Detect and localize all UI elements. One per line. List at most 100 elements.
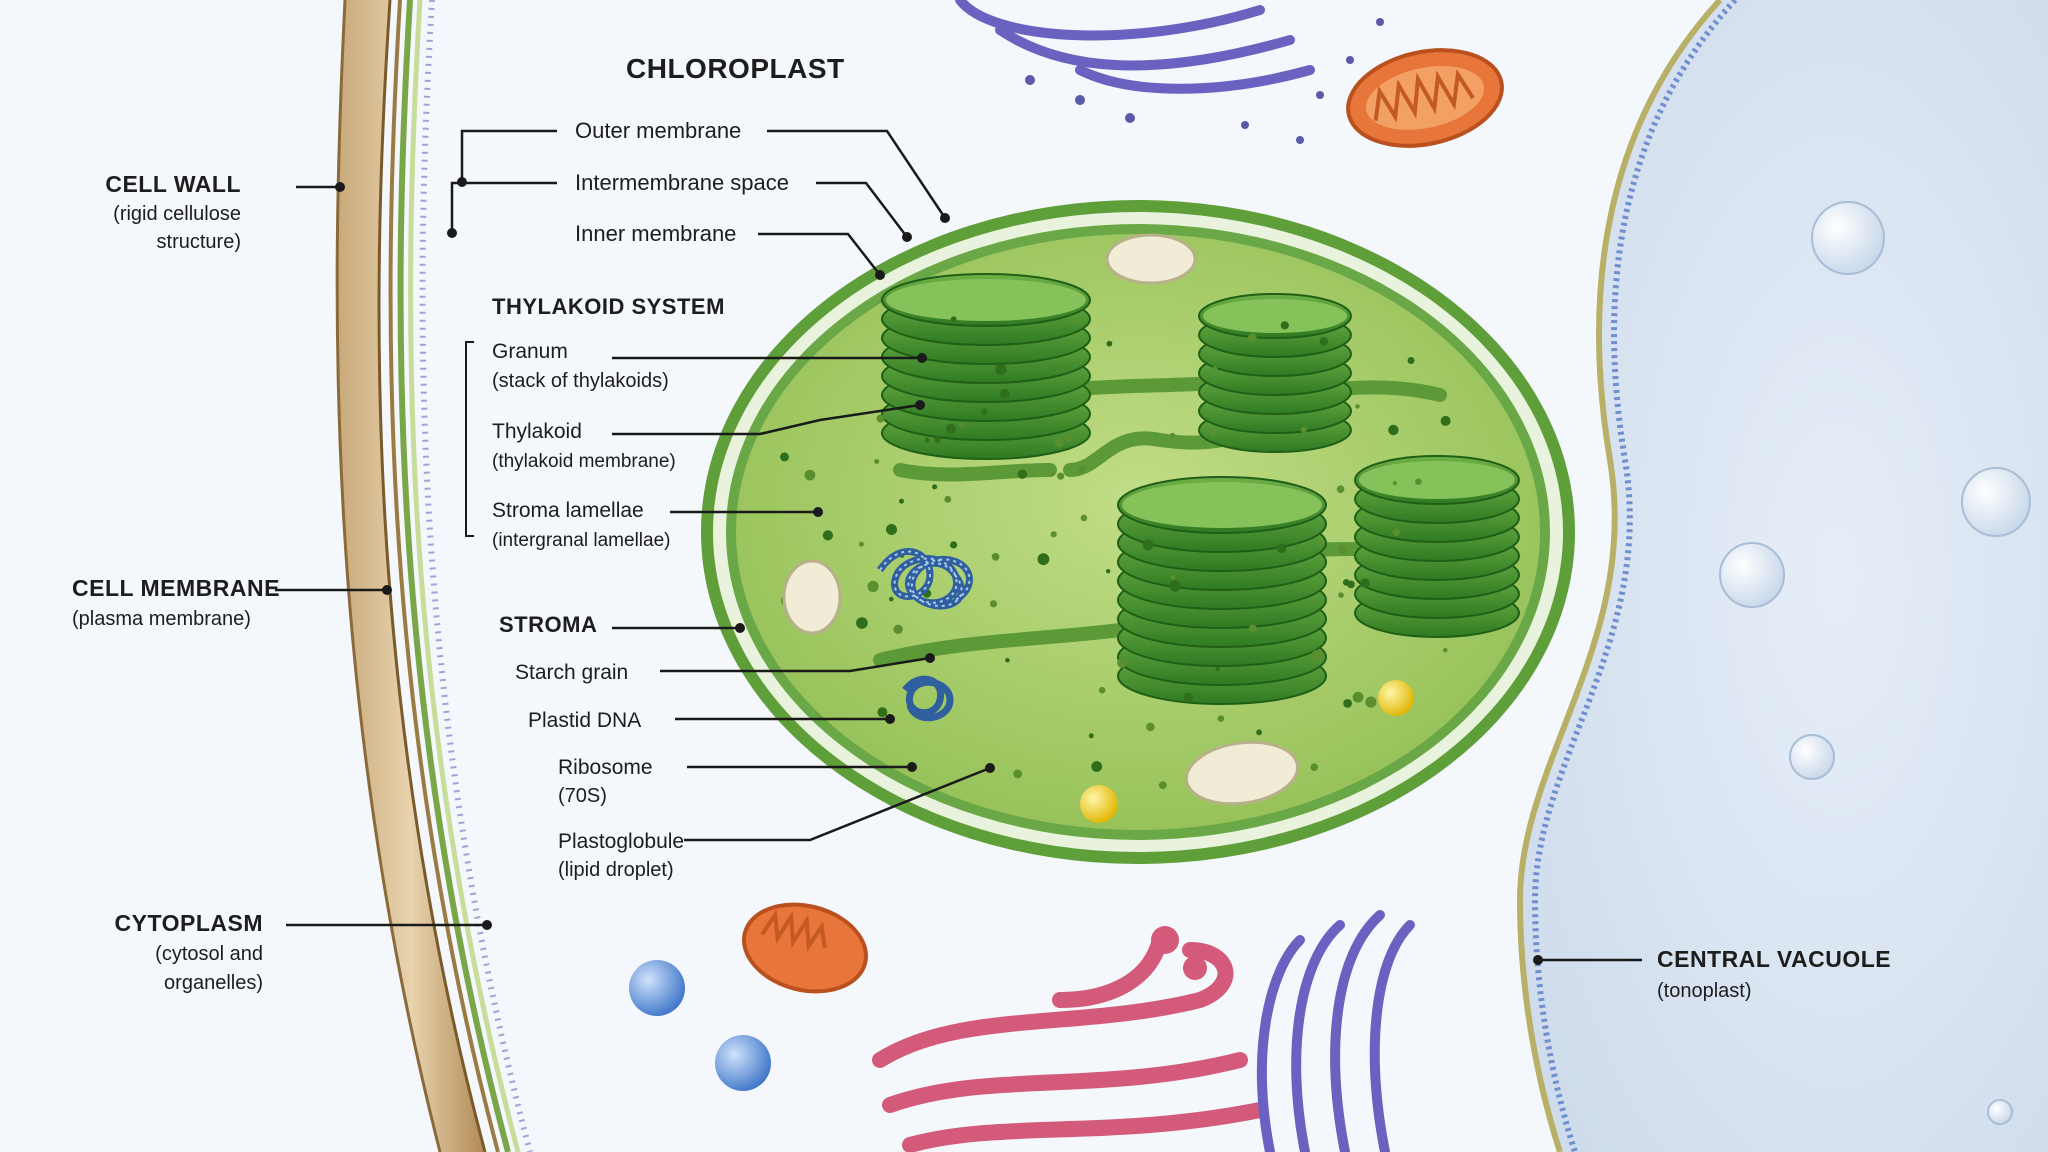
- ribosome-particle: [1017, 469, 1028, 479]
- vesicles-top: [1025, 18, 1384, 144]
- ribosome-particle: [1318, 540, 1324, 546]
- cytoplasm-desc-2: organelles): [164, 972, 263, 994]
- ribosome-particle: [1013, 769, 1023, 779]
- ribosome-particle: [995, 364, 1007, 376]
- ribosome-particle: [932, 484, 938, 490]
- intermembrane-space-label: Intermembrane space: [575, 170, 789, 195]
- mitochondrion-top: [1346, 48, 1504, 148]
- ribosome-particle: [1443, 647, 1448, 653]
- stroma-particles: [780, 316, 1451, 797]
- ribosome-particle: [874, 458, 880, 464]
- ribosome-particle: [1106, 569, 1111, 574]
- ribosome-particle: [899, 498, 904, 504]
- er-bottom: [872, 932, 1268, 1152]
- ribosome-particle: [1440, 415, 1451, 426]
- granum-label: Granum: [492, 340, 568, 363]
- cell-wall-desc-1: (rigid cellulose: [113, 203, 241, 225]
- ribosome-particle: [1050, 471, 1056, 477]
- ribosome-particle: [924, 437, 930, 443]
- plastoglobules: [1080, 680, 1414, 823]
- granum-stack: [1198, 293, 1352, 453]
- ribosome-particle: [1142, 539, 1154, 551]
- plastid-dna-label: Plastid DNA: [528, 709, 641, 732]
- central-vacuole: [1516, 0, 2048, 1152]
- ribosome-particle: [991, 552, 1000, 561]
- stroma-lamellae-label: Stroma lamellae: [492, 499, 644, 522]
- inner-membrane-label: Inner membrane: [575, 221, 736, 246]
- cell-wall: [335, 0, 500, 1152]
- ribosome-particle: [1342, 579, 1350, 586]
- ribosome-particle: [1319, 337, 1329, 346]
- ribosome-particle: [1415, 478, 1422, 486]
- blue-vesicle: [629, 960, 685, 1016]
- ribosome-particle: [1280, 321, 1289, 330]
- thylakoid-label: Thylakoid: [492, 420, 582, 443]
- ribosome-particle: [1057, 472, 1065, 480]
- ribosome-particle: [858, 541, 864, 547]
- ribosome-particle: [944, 495, 952, 503]
- ribosome-particle: [856, 617, 868, 629]
- ribosome-particle: [1256, 729, 1262, 736]
- thylakoid-disk-top: [1203, 299, 1347, 333]
- ribosome-particle: [1392, 481, 1397, 486]
- ribosome-particle: [1080, 514, 1088, 522]
- plastoglobule-label: Plastoglobule: [558, 830, 684, 853]
- ribosome-particle: [950, 541, 958, 549]
- thylakoid-disk-top: [1122, 482, 1322, 528]
- er-vesicle: [1151, 926, 1179, 954]
- grana: [881, 273, 1520, 705]
- ribosome-particle: [1249, 624, 1257, 633]
- ribosome-particle: [1054, 438, 1065, 448]
- plastoglobule-desc: (lipid droplet): [558, 859, 674, 881]
- ribosome-particle: [886, 524, 897, 535]
- ribosome-particle: [1088, 733, 1094, 739]
- ribosome-particle: [876, 414, 885, 423]
- ribosome-particle: [1337, 545, 1347, 555]
- ribosome-particle: [1158, 781, 1167, 790]
- ribosome-particle: [945, 423, 956, 434]
- ribosome-particle: [1355, 404, 1360, 409]
- granum-stack: [881, 273, 1091, 460]
- ribosome-particle: [822, 530, 834, 541]
- thylakoid-system-title: THYLAKOID SYSTEM: [492, 294, 725, 319]
- cell-membrane: [397, 0, 533, 1152]
- outer-membrane-label: Outer membrane: [575, 118, 741, 143]
- blue-vesicle: [715, 1035, 771, 1091]
- central-vacuole-desc: (tonoplast): [1657, 980, 1752, 1002]
- ribosome-particle: [1276, 543, 1287, 553]
- ribosome-particle: [1300, 426, 1307, 433]
- ribosome-particle: [1050, 531, 1057, 538]
- golgi-top: [955, 0, 1315, 94]
- ribosome-particle: [1212, 365, 1218, 371]
- ribosome-particle: [1146, 722, 1155, 732]
- granum-stack: [1117, 476, 1327, 705]
- ribosome-particle: [1215, 667, 1220, 672]
- ribosome-particle: [1106, 340, 1113, 347]
- ribosome-particle: [889, 596, 894, 602]
- cytoplasm-desc-1: (cytosol and: [155, 943, 263, 965]
- starch-grain-label: Starch grain: [515, 661, 628, 684]
- ribosome-particle: [999, 388, 1010, 399]
- mitochondrion-bottom: [741, 902, 869, 994]
- golgi-bottom: [1257, 910, 1415, 1152]
- chloroplast-title: CHLOROPLAST: [626, 53, 845, 84]
- granum-stack: [1354, 455, 1520, 638]
- ribosome-particle: [1388, 424, 1399, 436]
- thylakoid-disk-top: [886, 279, 1086, 321]
- ribosome-particle: [1311, 650, 1323, 662]
- cell-membrane-label: CELL MEMBRANE: [72, 575, 280, 601]
- thylakoid-disk-top: [1359, 461, 1515, 499]
- granum-desc: (stack of thylakoids): [492, 370, 669, 392]
- ribosome-particle: [1310, 763, 1318, 771]
- ribosome-particle: [1117, 657, 1128, 668]
- bracket-thylakoid-system: [465, 341, 474, 537]
- central-vacuole-label: CENTRAL VACUOLE: [1657, 946, 1891, 972]
- ribosome-particle: [1343, 699, 1352, 708]
- ribosome-particle: [1091, 761, 1103, 772]
- thylakoid-desc: (thylakoid membrane): [492, 451, 676, 472]
- ribosome-particle: [1338, 592, 1344, 598]
- cell-wall-label: CELL WALL: [105, 171, 241, 197]
- ribosome-particle: [1360, 578, 1370, 588]
